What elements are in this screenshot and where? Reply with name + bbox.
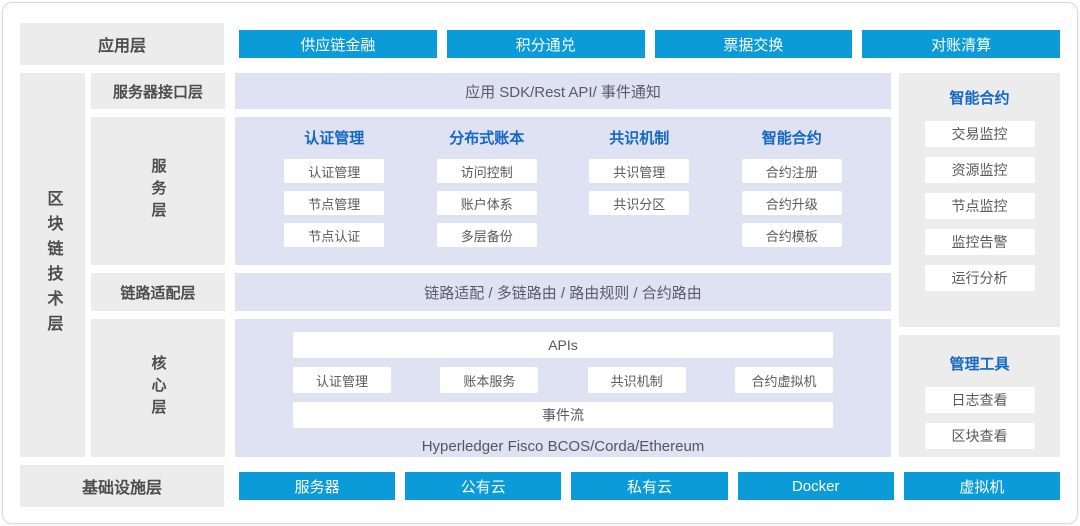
tools-item: 日志查看 [924, 387, 1035, 413]
monitor-item: 节点监控 [924, 193, 1035, 219]
service-column-header: 智能合约 [761, 130, 822, 147]
service-column-auth: 认证管理 认证管理 节点管理 节点认证 [267, 129, 402, 265]
infra-block-vm: 虚拟机 [903, 472, 1061, 500]
infra-block-server: 服务器 [239, 472, 396, 500]
core-module: 认证管理 [293, 367, 391, 393]
monitor-panel: 智能合约 交易监控 资源监控 节点监控 监控告警 运行分析 [899, 73, 1060, 327]
service-layer-panel: 认证管理 认证管理 节点管理 节点认证 分布式账本 访问控制 账户体系 多层备份… [235, 117, 891, 265]
service-item: 合约模板 [741, 223, 842, 247]
service-column-header: 分布式账本 [449, 130, 525, 147]
app-block-points-exchange: 积分通兑 [446, 30, 645, 58]
infra-layer-label: 基础设施层 [20, 465, 224, 507]
service-item: 合约注册 [741, 159, 842, 183]
tools-panel-header: 管理工具 [949, 356, 1010, 373]
core-module: 共识机制 [587, 367, 686, 393]
monitor-item: 资源监控 [924, 157, 1035, 183]
side-panels-column: 智能合约 交易监控 资源监控 节点监控 监控告警 运行分析 管理工具 日志查看 … [899, 73, 1060, 457]
service-item: 共识分区 [589, 191, 690, 215]
service-layer-label: 服务层 [91, 117, 225, 265]
app-layer-row: 应用层 供应链金融 积分通兑 票据交换 对账清算 [20, 23, 1060, 65]
core-module: 合约虚拟机 [734, 367, 833, 393]
infra-block-public-cloud: 公有云 [405, 472, 562, 500]
service-item: 合约升级 [741, 191, 842, 215]
sublayer-content-column: 应用 SDK/Rest API/ 事件通知 认证管理 认证管理 节点管理 节点认… [235, 73, 891, 457]
core-event-stream-bar: 事件流 [293, 402, 833, 428]
core-platforms-text: Hyperledger Fisco BCOS/Corda/Ethereum [421, 438, 705, 455]
service-column-header: 共识机制 [609, 130, 670, 147]
tech-layer-label: 区块链技术层 [20, 73, 85, 457]
service-item: 账户体系 [436, 191, 537, 215]
core-apis-bar: APIs [293, 332, 833, 358]
infra-block-private-cloud: 私有云 [571, 472, 728, 500]
tools-panel: 管理工具 日志查看 区块查看 [899, 335, 1060, 457]
tech-layer-label-text: 区块链技术层 [44, 190, 62, 340]
app-layer-label: 应用层 [20, 23, 224, 65]
service-layer-label-text: 服务层 [149, 158, 167, 224]
service-column-consensus: 共识机制 共识管理 共识分区 [572, 129, 707, 265]
adapter-layer-content: 链路适配 / 多链路由 / 路由规则 / 合约路由 [235, 273, 891, 311]
service-column-smart-contract: 智能合约 合约注册 合约升级 合约模板 [725, 129, 860, 265]
monitor-panel-header: 智能合约 [949, 90, 1010, 107]
service-item: 共识管理 [589, 159, 690, 183]
monitor-item: 监控告警 [924, 229, 1035, 255]
service-column-ledger: 分布式账本 访问控制 账户体系 多层备份 [420, 129, 555, 265]
service-item: 多层备份 [436, 223, 537, 247]
core-layer-label-text: 核心层 [149, 355, 167, 421]
sublayer-labels-column: 服务器接口层 服务层 链路适配层 核心层 [91, 73, 225, 457]
core-module: 账本服务 [440, 367, 539, 393]
interface-layer-label: 服务器接口层 [91, 73, 225, 109]
app-layer-buttons: 供应链金融 积分通兑 票据交换 对账清算 [239, 23, 1060, 65]
service-item: 访问控制 [436, 159, 537, 183]
interface-layer-content: 应用 SDK/Rest API/ 事件通知 [235, 73, 891, 109]
monitor-item: 交易监控 [924, 121, 1035, 147]
core-layer-label: 核心层 [91, 319, 225, 457]
infra-block-docker: Docker [737, 472, 894, 500]
infra-layer-buttons: 服务器 公有云 私有云 Docker 虚拟机 [239, 465, 1061, 507]
core-modules-row: 认证管理 账本服务 共识机制 合约虚拟机 [293, 367, 833, 393]
service-item: 认证管理 [284, 159, 385, 183]
app-block-reconciliation: 对账清算 [862, 30, 1060, 58]
service-item: 节点管理 [284, 191, 385, 215]
service-column-header: 认证管理 [304, 130, 365, 147]
monitor-item: 运行分析 [924, 265, 1035, 291]
adapter-layer-label: 链路适配层 [91, 273, 225, 311]
core-layer-panel: APIs 认证管理 账本服务 共识机制 合约虚拟机 事件流 Hyperledge… [235, 319, 891, 457]
blockchain-tech-layer: 区块链技术层 服务器接口层 服务层 链路适配层 核心层 应用 SDK/Rest … [20, 73, 1060, 457]
infra-layer-row: 基础设施层 服务器 公有云 私有云 Docker 虚拟机 [20, 465, 1061, 507]
service-item: 节点认证 [284, 223, 385, 247]
tools-item: 区块查看 [924, 423, 1035, 449]
app-block-supply-chain-finance: 供应链金融 [239, 30, 437, 58]
app-block-bill-exchange: 票据交换 [654, 30, 853, 58]
